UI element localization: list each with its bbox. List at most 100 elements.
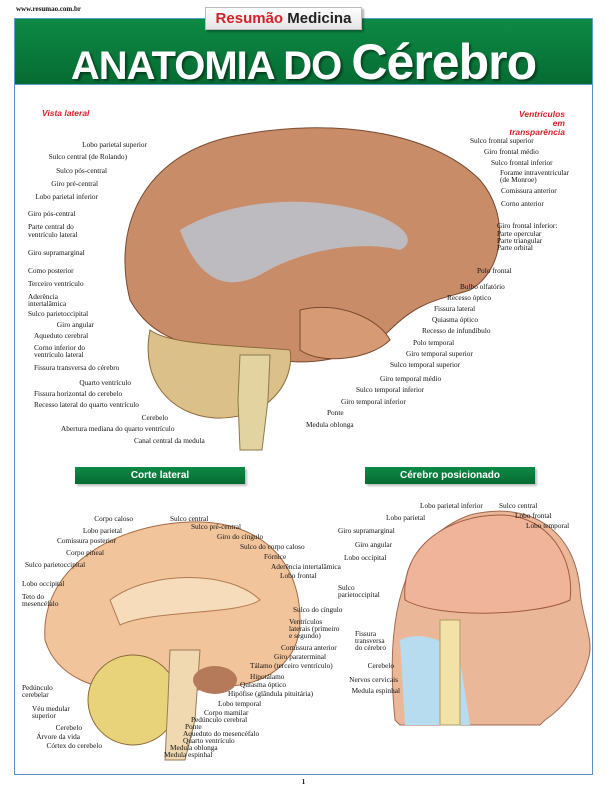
brand-subject: Medicina (287, 10, 352, 27)
label: Forame intraventricular (500, 168, 570, 177)
label: Quiasma óptico (240, 680, 287, 689)
label: Giro frontal inferior: (497, 221, 558, 230)
label: Cerebelo (55, 723, 82, 732)
label: Hipófise (glândula pituitária) (228, 689, 314, 698)
label: Canal central da medula (134, 436, 205, 445)
label: intertalâmica (28, 299, 67, 308)
label: Sulco frontal superior (470, 136, 534, 145)
label: Medula oblonga (170, 743, 218, 752)
label: Cerebelo (141, 413, 168, 422)
label: Nervos cervicais (349, 675, 398, 684)
label: Parte central do (28, 222, 74, 231)
label: Parte opercular (497, 229, 542, 238)
title-part2: Cérebro (351, 34, 537, 90)
label: Giro supramarginal (28, 248, 85, 257)
label: Giro angular (355, 540, 393, 549)
label: Cerebelo (367, 661, 394, 670)
title-part1: ANATOMIA DO (70, 44, 342, 88)
label: mesencéfalo (22, 599, 59, 608)
label: Abertura mediana do quarto ventrículo (61, 424, 175, 433)
label: Sulco temporal inferior (356, 385, 425, 394)
label: Lobo parietal (82, 526, 122, 535)
vista-lateral-heading: Vista lateral (42, 108, 90, 118)
label: Córtex do cerebelo (46, 741, 102, 750)
label: Tálamo (terceiro ventrículo) (250, 661, 333, 670)
label: laterais (primeiro (289, 624, 340, 633)
label: Giro paraterminal (274, 652, 327, 661)
label: Fissura horizontal do cerebelo (34, 389, 123, 398)
label: Quiasma óptico (432, 315, 479, 324)
label: Aderência intertalâmica (271, 562, 341, 571)
label: Corpo mamilar (204, 708, 249, 717)
label: Recesso óptico (447, 293, 491, 302)
label: Árvore da vida (36, 732, 80, 741)
label: Corpo caloso (94, 514, 133, 523)
label: e segundo) (289, 631, 321, 640)
label: Sulco frontal inferior (491, 158, 553, 167)
label: Giro pré-central (51, 179, 98, 188)
label: Fissura lateral (434, 304, 476, 313)
label: do cérebro (355, 643, 386, 652)
label: Medula espinhal (351, 686, 400, 695)
label: Sulco do cíngulo (293, 605, 343, 614)
label: Hipotálamo (250, 672, 285, 681)
label: Quarto ventrículo (79, 378, 131, 387)
ventriculos-heading-line2: em transparência (509, 118, 565, 137)
label: Sulco temporal superior (390, 360, 461, 369)
label: Lobo parietal superior (82, 140, 147, 149)
label: Lobo frontal (515, 511, 552, 520)
label: Aqueduto do mesencéfalo (183, 729, 260, 738)
label: superior (32, 711, 56, 720)
label: Sulco pós-central (56, 166, 107, 175)
label: Lobo parietal inferior (35, 192, 98, 201)
label: Comissura posterior (57, 536, 116, 545)
label: Sulco central (de Rolando) (48, 152, 127, 161)
label: Giro temporal médio (380, 374, 442, 383)
title-banner: ANATOMIA DO Cérebro (14, 18, 593, 90)
label: Ponte (185, 722, 202, 731)
label: transversa (355, 636, 385, 645)
label: ventrículo lateral (28, 230, 78, 239)
label: Terceiro ventrículo (28, 279, 84, 288)
label: Corno inferior do (34, 343, 86, 352)
label: Giro angular (56, 320, 94, 329)
label: Pedúnculo (22, 683, 53, 692)
label: Lobo occipital (344, 553, 387, 562)
label: cerebelar (22, 690, 49, 699)
brand-badge: Resumão Medicina (205, 7, 362, 30)
brand-name: Resumão (215, 10, 284, 27)
label: Lobo temporal (526, 521, 570, 530)
label: Medula oblonga (306, 420, 354, 429)
label: Comissura anterior (281, 643, 337, 652)
label: Como posterior (28, 266, 74, 275)
label: Sulco parietoccipital (28, 309, 89, 318)
label: Lobo parietal inferior (420, 501, 483, 510)
label: Medula espinhal (164, 750, 213, 759)
label: Giro frontal médio (484, 147, 539, 156)
label: Véu medular (32, 704, 70, 713)
content-frame (14, 85, 593, 775)
label: Recesso de infundíbulo (422, 326, 491, 335)
ventriculos-heading-line1: Ventrículos (519, 109, 565, 119)
label: ventrículo lateral (34, 350, 84, 359)
cerebro-posicionado-heading: Cérebro posicionado (365, 467, 535, 484)
label: Fissura (355, 629, 377, 638)
label: Corpo pineal (66, 548, 104, 557)
label: Recesso lateral do quarto ventrículo (34, 400, 139, 409)
label: Aderência (28, 292, 58, 301)
label: Lobo temporal (218, 699, 262, 708)
label: Giro temporal superior (406, 349, 473, 358)
sagittal-brain-illustration (44, 521, 301, 761)
site-url[interactable]: www.resumao.com.br (16, 5, 82, 13)
label: Polo frontal (477, 266, 512, 275)
label: (de Monroe) (500, 175, 537, 184)
label: Aqueduto cerebral (34, 331, 89, 340)
corte-lateral-heading: Corte lateral (75, 467, 245, 484)
lateral-brain-illustration (124, 127, 501, 451)
label: Lobo parietal (386, 513, 426, 522)
label: Fissura transversa do cérebro (34, 363, 120, 372)
label: Giro do cíngulo (217, 532, 264, 541)
label: Giro pós-central (28, 209, 76, 218)
label: Lobo occipital (22, 579, 65, 588)
